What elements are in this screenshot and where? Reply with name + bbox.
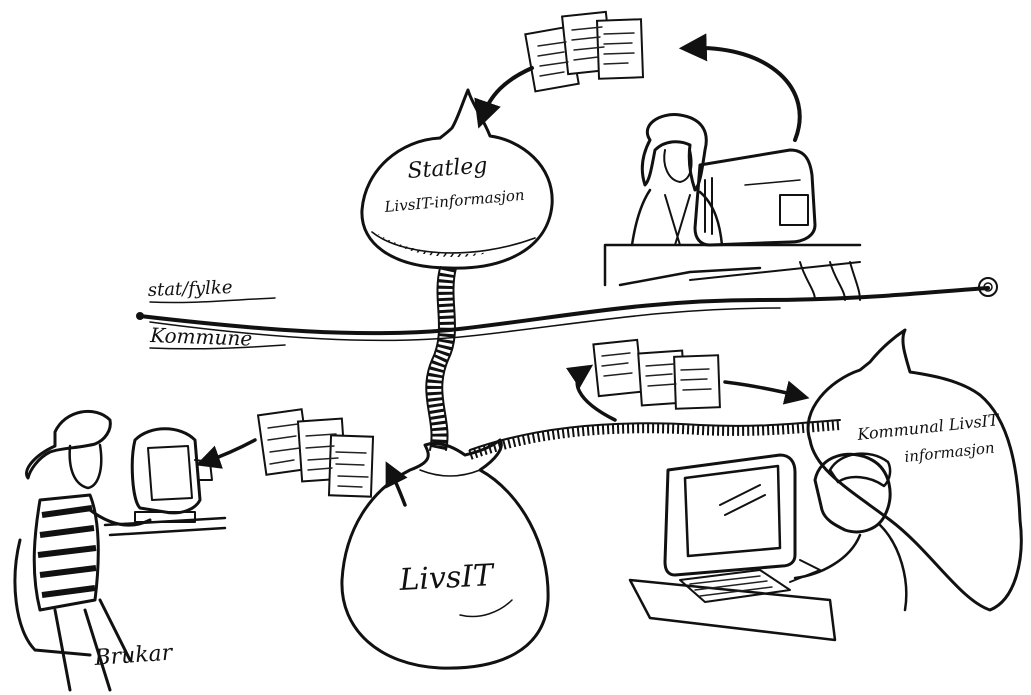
kommunal-worker [628,452,908,642]
arrow-docs-to-brukar [195,438,257,469]
arrow-documents-to-statleg [474,66,534,129]
connection-rope [426,266,456,452]
kommunal-label: Kommunal LivsIT [855,410,1000,444]
brukar-label: Brukar [93,641,175,672]
statleg-worker [603,113,862,301]
document-stack-brukar [256,408,375,498]
level-divider-line [138,286,990,336]
arrow-livsit-to-docs [385,461,408,507]
statleg-sub-label: LivsIT-informasjon [383,186,525,216]
brukar-user: Brukar [13,410,227,692]
kommunal-sub-label: informasjon [904,439,996,466]
stat-fylke-label: stat/fylke [147,277,232,301]
arrow-kommunal-loop [565,364,617,422]
livsit-label: LivsIT [398,558,496,598]
level-divider-line-shadow [149,307,781,342]
arrow-to-top-documents [678,33,802,142]
network-cable [468,420,841,460]
statleg-label: Statleg [407,153,489,184]
document-stack-top [524,10,645,93]
line-end-spiral-icon [978,277,998,297]
line-start-dot [136,312,144,320]
kommune-label: Kommune [149,323,253,351]
livsit-sack: LivsIT [340,438,550,670]
document-stack-kommunal [592,338,721,410]
statleg-information-sack: Statleg LivsIT-informasjon [360,88,554,270]
kommunal-information-sack: Kommunal LivsIT informasjon [806,328,1023,612]
arrow-to-kommunal-sack [723,380,810,405]
